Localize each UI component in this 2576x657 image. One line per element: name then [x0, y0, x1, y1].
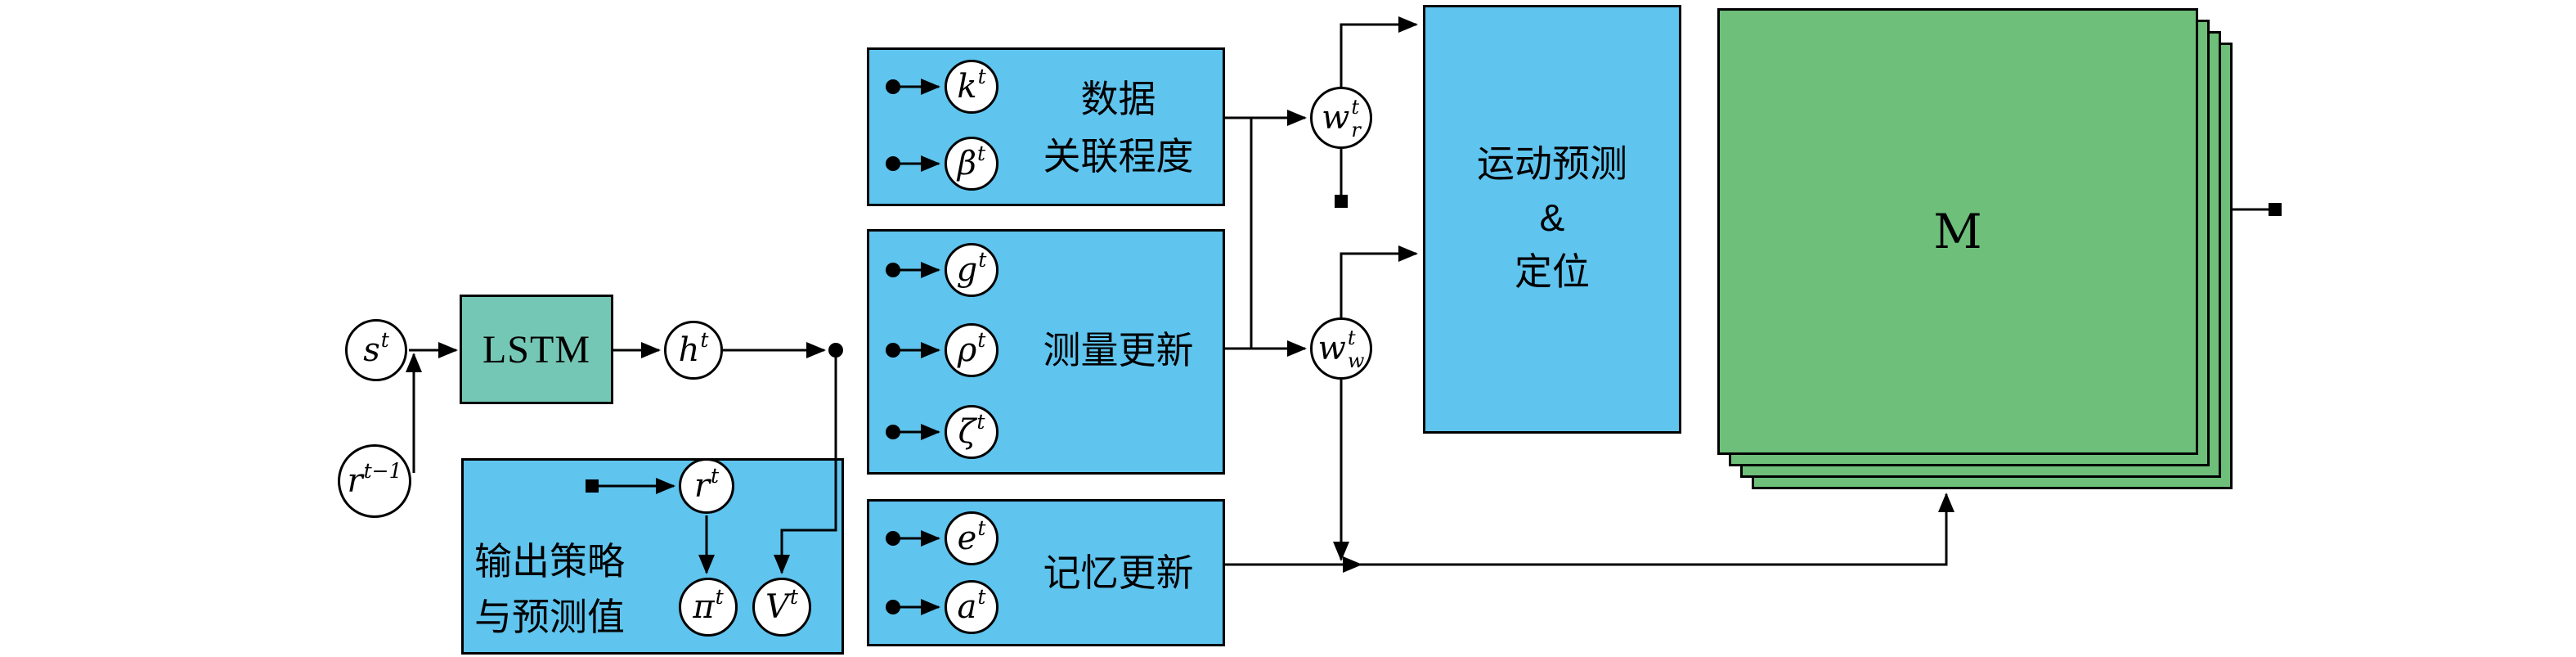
- label-memory-update-text: 记忆更新: [1043, 551, 1194, 594]
- arrow-wr-to-motion: [1340, 16, 1418, 87]
- node-r-prev-base: r: [347, 462, 363, 500]
- arrow-update-to-M: [1361, 493, 1954, 566]
- node-e-base: e: [957, 520, 977, 557]
- label-output-policy-line1: 输出策略: [474, 540, 625, 583]
- node-rho-sup: t: [977, 327, 986, 352]
- node-r-prev-sup: t−1: [363, 458, 402, 483]
- input-dot-g: [886, 263, 900, 277]
- label-motion-localization: 运动预测 & 定位: [1425, 137, 1680, 299]
- memory-tap-square-output: [586, 479, 599, 493]
- node-k-base: k: [957, 68, 977, 106]
- node-w-r-sub: r: [1351, 119, 1361, 142]
- label-measurement-update: 测量更新: [1018, 322, 1218, 379]
- wire-group: [406, 16, 2269, 615]
- node-r-sup: t: [711, 463, 720, 488]
- node-e-sup: t: [977, 515, 986, 540]
- label-data-association: 数据 关联程度: [1018, 70, 1218, 185]
- memory-panel-front: M: [1717, 8, 2198, 455]
- node-r-base: r: [693, 467, 711, 505]
- arrow-ww-to-motion: [1340, 245, 1418, 317]
- node-s-base: s: [363, 331, 380, 369]
- label-motion-localization-line3: 定位: [1515, 250, 1590, 293]
- memory-tap-square-wr: [1335, 195, 1348, 208]
- node-pi-base: π: [693, 588, 715, 626]
- label-measurement-update-text: 测量更新: [1043, 329, 1194, 371]
- input-dot-e: [886, 531, 900, 546]
- node-h-sup: t: [700, 327, 709, 352]
- box-memory-update: [867, 499, 1225, 646]
- label-motion-localization-line2: &: [1539, 196, 1565, 239]
- memory-tap-square-M: [2269, 203, 2282, 216]
- node-w-r-base: w: [1322, 99, 1350, 137]
- junction-dot-h: [828, 343, 843, 358]
- arrow-junction-to-V: [774, 350, 837, 574]
- node-h-base: h: [678, 331, 700, 369]
- node-zeta-base: ζ: [958, 413, 976, 451]
- box-data-association: [867, 47, 1225, 206]
- input-dot-rho: [886, 343, 900, 358]
- box-motion-localization: [1423, 5, 1681, 434]
- node-w-w-base: w: [1317, 330, 1346, 367]
- node-V-sup: t: [789, 584, 798, 609]
- node-w-w-sup: t: [1347, 326, 1356, 349]
- node-pi-sup: t: [715, 584, 724, 609]
- node-g-sup: t: [978, 247, 987, 272]
- input-dot-zeta: [886, 425, 900, 439]
- label-motion-localization-line1: 运动预测: [1477, 142, 1627, 185]
- label-memory-update: 记忆更新: [1018, 544, 1218, 601]
- label-output-policy-line2: 与预测值: [474, 596, 625, 638]
- box-lstm: LSTM: [460, 295, 613, 404]
- node-s-sup: t: [380, 327, 389, 352]
- input-dot-a: [886, 600, 900, 614]
- input-dot-beta: [886, 156, 900, 171]
- memory-matrix-label: M: [1933, 204, 1982, 259]
- node-k-sup: t: [977, 64, 986, 88]
- label-data-association-line1: 数据: [1080, 78, 1156, 120]
- node-beta-sup: t: [977, 141, 986, 165]
- connector-dots-group: [586, 79, 2282, 614]
- input-dot-k: [886, 79, 900, 94]
- node-rho-base: ρ: [957, 331, 977, 369]
- node-g-base: g: [956, 251, 978, 289]
- lstm-label: LSTM: [482, 327, 590, 371]
- node-w-w-sub: w: [1347, 349, 1365, 372]
- node-beta-base: β: [957, 145, 977, 182]
- node-a-sup: t: [977, 584, 986, 609]
- label-output-policy: 输出策略 与预测值: [474, 533, 711, 645]
- node-V-base: V: [765, 588, 789, 626]
- node-a-base: a: [957, 588, 977, 626]
- node-w-r-sup: t: [1351, 96, 1360, 119]
- label-data-association-line2: 关联程度: [1043, 135, 1194, 178]
- node-zeta-sup: t: [976, 409, 985, 434]
